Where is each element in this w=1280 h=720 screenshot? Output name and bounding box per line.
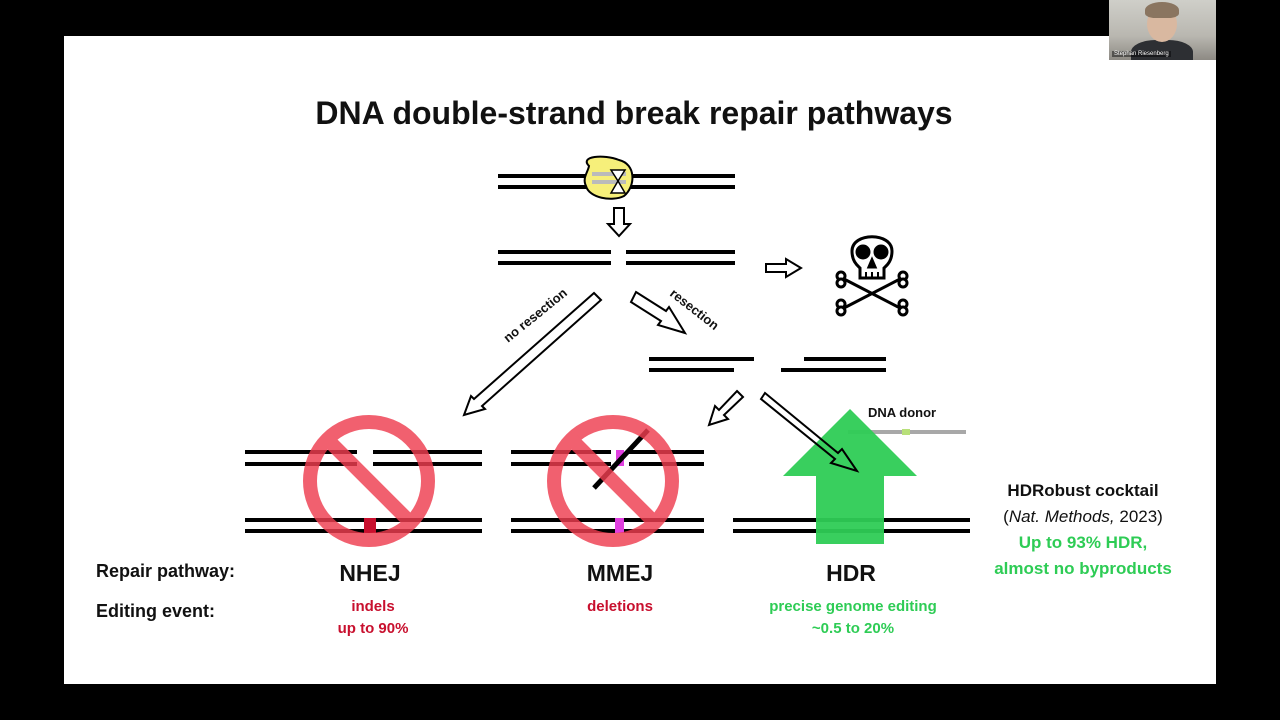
participant-hair <box>1145 2 1179 18</box>
hdr-event-2: ~0.5 to 20% <box>812 620 894 637</box>
hdr-name: HDR <box>826 560 876 586</box>
down-arrow-icon <box>605 207 633 238</box>
right-arrow-icon <box>765 257 803 279</box>
hdr-panel <box>733 391 970 544</box>
prohibit-icon <box>547 415 679 547</box>
presentation-slide: DNA double-strand break repair pathways <box>64 36 1216 684</box>
citation-journal: Nat. Methods, <box>1009 507 1115 526</box>
hdrobust-result-1: Up to 93% HDR, <box>1019 533 1147 552</box>
nhej-event-2: up to 90% <box>338 620 409 637</box>
slide-title: DNA double-strand break repair pathways <box>315 95 952 131</box>
hdr-arrow-icon <box>759 391 860 473</box>
broken-dna <box>498 250 735 265</box>
resected-dna <box>649 357 886 372</box>
dna-donor-strand <box>848 429 966 435</box>
skull-crossbones-icon <box>835 235 909 317</box>
participant-body <box>1131 40 1193 60</box>
participant-video-tile[interactable]: Stephan Riesenberg <box>1109 0 1216 60</box>
nhej-name: NHEJ <box>339 560 400 586</box>
hdrobust-result-2: almost no byproducts <box>994 559 1172 578</box>
hdrobust-title: HDRobust cocktail <box>1007 481 1158 500</box>
hdr-event-1: precise genome editing <box>769 598 937 615</box>
editing-event-label: Editing event: <box>96 601 215 621</box>
prohibit-icon <box>303 415 435 547</box>
repair-pathway-label: Repair pathway: <box>96 561 235 581</box>
nhej-panel <box>245 415 482 547</box>
resection-arrow-icon <box>629 290 688 335</box>
nuclease-icon <box>583 155 634 200</box>
dna-donor-label: DNA donor <box>868 405 936 420</box>
mmej-arrow-icon <box>707 389 745 427</box>
no-resection-arrow-icon <box>462 291 603 417</box>
diagram-canvas: DNA double-strand break repair pathways <box>96 95 1172 637</box>
mmej-panel <box>511 415 704 547</box>
mmej-name: MMEJ <box>587 560 653 586</box>
mmej-event-1: deletions <box>587 598 653 615</box>
participant-name: Stephan Riesenberg <box>1112 51 1171 57</box>
green-up-arrow-icon <box>783 409 917 544</box>
hdrobust-citation: (Nat. Methods, 2023) <box>1003 507 1163 526</box>
citation-open: ( <box>1003 507 1009 526</box>
citation-year: 2023) <box>1115 507 1163 526</box>
nhej-event-1: indels <box>351 598 394 615</box>
